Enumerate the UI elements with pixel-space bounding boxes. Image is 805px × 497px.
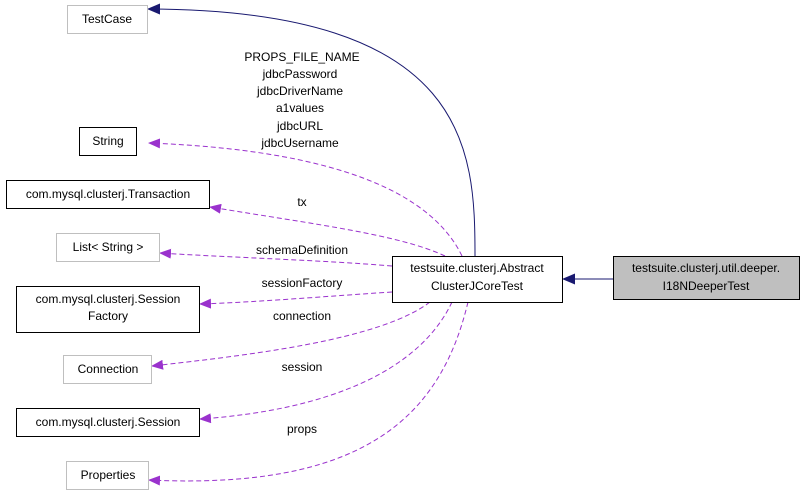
usage-edge-transaction	[209, 203, 446, 257]
edge-label-jdbc-password: jdbcPassword	[262, 67, 338, 81]
svg-text:Connection: Connection	[78, 362, 139, 376]
node-string[interactable]: String	[79, 127, 137, 156]
svg-text:Factory: Factory	[88, 309, 128, 323]
edge-label-string-fields: PROPS_FILE_NAME jdbcPassword jdbcDriverN…	[244, 50, 359, 150]
node-session-factory[interactable]: com.mysql.clusterj.Session Factory	[16, 286, 200, 333]
usage-edge-string	[148, 138, 463, 257]
node-testcase[interactable]: TestCase	[67, 5, 148, 34]
svg-text:TestCase: TestCase	[82, 12, 132, 26]
edge-label-jdbc-url: jdbcURL	[276, 119, 323, 133]
node-connection[interactable]: Connection	[63, 355, 152, 384]
svg-text:List< String >: List< String >	[73, 240, 144, 254]
usage-edge-session-factory	[199, 291, 393, 309]
node-session[interactable]: com.mysql.clusterj.Session	[16, 408, 200, 437]
node-list-string[interactable]: List< String >	[56, 233, 160, 262]
edge-label-connection: connection	[273, 309, 331, 323]
node-properties[interactable]: Properties	[66, 461, 149, 490]
edge-label-tx: tx	[297, 195, 306, 209]
edge-label-schema-definition: schemaDefinition	[256, 243, 348, 257]
svg-text:Properties: Properties	[81, 468, 136, 482]
node-abstract-clusterj-core-test[interactable]: testsuite.clusterj.Abstract ClusterJCore…	[392, 256, 563, 303]
usage-edge-connection	[151, 301, 431, 370]
svg-text:com.mysql.clusterj.Session: com.mysql.clusterj.Session	[36, 292, 181, 306]
edge-label-jdbc-username: jdbcUsername	[260, 136, 339, 150]
svg-text:ClusterJCoreTest: ClusterJCoreTest	[431, 279, 524, 293]
svg-text:String: String	[92, 134, 123, 148]
usage-edge-list-string	[159, 248, 393, 267]
svg-text:testsuite.clusterj.Abstract: testsuite.clusterj.Abstract	[410, 261, 544, 275]
svg-text:I18NDeeperTest: I18NDeeperTest	[663, 279, 750, 293]
edge-label-session: session	[282, 360, 323, 374]
usage-edge-session	[199, 301, 453, 424]
edge-label-a1values: a1values	[276, 101, 324, 115]
inheritance-edge-testcase	[147, 3, 476, 257]
edge-label-jdbc-driver-name: jdbcDriverName	[256, 84, 343, 98]
svg-text:com.mysql.clusterj.Session: com.mysql.clusterj.Session	[36, 415, 181, 429]
node-transaction[interactable]: com.mysql.clusterj.Transaction	[6, 180, 210, 209]
node-i18n-deeper-test[interactable]: testsuite.clusterj.util.deeper. I18NDeep…	[613, 256, 800, 300]
edge-label-props: props	[287, 422, 317, 436]
svg-text:testsuite.clusterj.util.deeper: testsuite.clusterj.util.deeper.	[632, 261, 780, 275]
edge-label-props-file-name: PROPS_FILE_NAME	[244, 50, 359, 64]
usage-edge-properties	[148, 301, 469, 486]
svg-text:com.mysql.clusterj.Transaction: com.mysql.clusterj.Transaction	[26, 187, 190, 201]
edge-label-session-factory: sessionFactory	[262, 276, 343, 290]
